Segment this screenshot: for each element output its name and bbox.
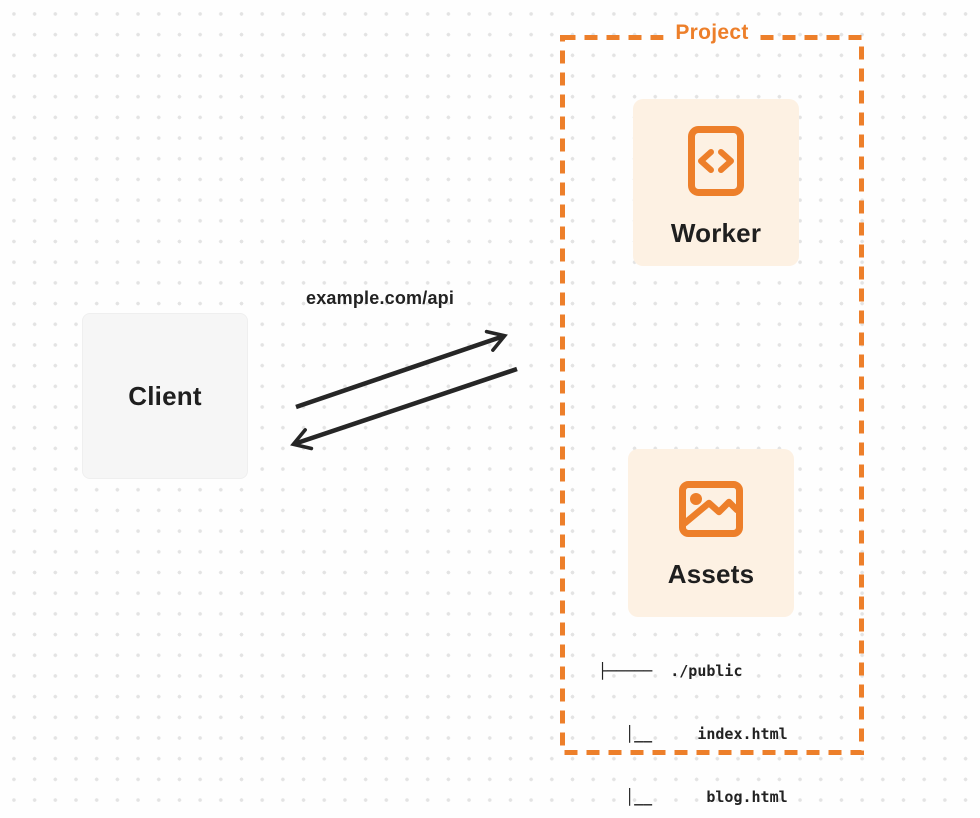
- file-tree: ├───── ./public │__ index.html │__ blog.…: [598, 619, 788, 818]
- assets-node: Assets: [628, 449, 794, 617]
- project-boundary: Project Worker Assets ├───── ./public │_…: [560, 21, 864, 806]
- code-file-icon: [688, 126, 744, 196]
- request-url-label: example.com/api: [306, 288, 455, 308]
- worker-label: Worker: [670, 218, 762, 248]
- assets-label: Assets: [667, 559, 755, 589]
- project-label: Project: [663, 21, 761, 45]
- request-arrow: [295, 329, 508, 410]
- client-node: Client: [82, 313, 248, 479]
- image-icon: [679, 481, 743, 537]
- worker-node: Worker: [633, 99, 799, 266]
- file-tree-line-public: ├───── ./public: [598, 662, 743, 680]
- response-arrow: [290, 366, 518, 451]
- file-tree-line-blog: │__ blog.html: [598, 788, 788, 806]
- file-tree-line-index: │__ index.html: [598, 725, 788, 743]
- client-label: Client: [128, 380, 202, 411]
